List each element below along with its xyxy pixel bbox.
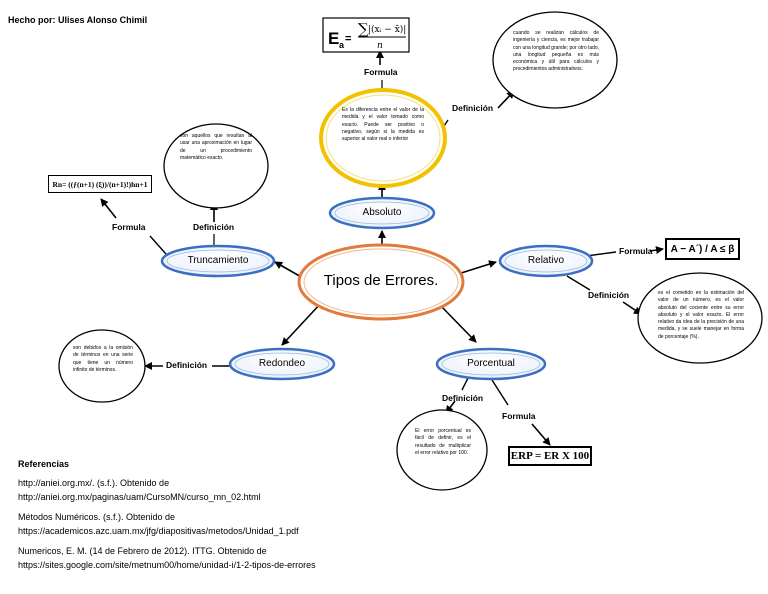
absoluto-side-definition: cuando se realizan cálculos de ingenierí… <box>513 30 599 73</box>
porcentual-definition-circle <box>396 409 488 491</box>
svg-text:a: a <box>339 40 345 50</box>
arrow-to-relativo <box>457 260 497 275</box>
relativo-oval <box>498 244 594 278</box>
redondeo-definition-label: Definición <box>166 360 208 370</box>
svg-text:|(xᵢ − x̄)|: |(xᵢ − x̄)| <box>368 24 406 35</box>
porcentual-formula: ERP = ER X 100 <box>508 446 592 466</box>
relativo-definition: es el cometido en la estimación del valo… <box>658 290 744 340</box>
relativo-definition-label: Definición <box>588 290 630 300</box>
svg-text:∑: ∑ <box>358 20 369 38</box>
reference-item: http://aniei.org.mx/. (s.f.). Obtenido d… <box>18 478 261 502</box>
porcentual-formula-label: Formula <box>502 411 536 421</box>
redondeo-oval <box>228 347 336 381</box>
relativo-definition-circle <box>637 272 763 364</box>
absoluto-label: Absoluto <box>362 207 402 218</box>
center-oval <box>297 243 465 321</box>
reference-item: Numericos, E. M. (14 de Febrero de 2012)… <box>18 546 316 570</box>
references-title: Referencias <box>18 459 70 469</box>
truncamiento-definition: son aquellos que resultan al usar una ap… <box>180 133 252 161</box>
arrow-to-truncamiento <box>274 261 304 279</box>
porcentual-definition: El error porcentual es fácil de definir,… <box>415 428 471 456</box>
porcentual-oval <box>435 347 547 381</box>
redondeo-label: Redondeo <box>258 358 306 369</box>
center-title: Tipos de Errores. <box>323 272 439 289</box>
arrow-to-porcentual <box>439 304 477 343</box>
redondeo-definition-circle <box>58 329 146 403</box>
truncamiento-label: Truncamiento <box>187 255 249 266</box>
truncamiento-definition-circle <box>163 123 269 209</box>
svg-text:=: = <box>345 33 351 45</box>
absoluto-side-circle <box>492 11 618 109</box>
truncamiento-formula: Rn= ((ƒ(n+1) (ξ))/(n+1)!)hn+1 <box>48 175 152 193</box>
absoluto-side-definition-label: Definición <box>452 103 494 113</box>
svg-text:n: n <box>377 41 383 51</box>
truncamiento-oval <box>160 244 276 278</box>
absoluto-oval <box>328 196 436 230</box>
porcentual-definition-label: Definición <box>442 393 484 403</box>
relativo-formula-label: Formula <box>619 246 653 256</box>
porcentual-label: Porcentual <box>467 358 515 369</box>
absoluto-definition: Es la diferencia entre el valor de la me… <box>342 107 424 143</box>
redondeo-definition: son debidos a la omisión de términos en … <box>73 345 133 373</box>
truncamiento-formula-label: Formula <box>112 222 146 232</box>
reference-item: Métodos Numéricos. (s.f.). Obtenido de h… <box>18 512 299 536</box>
arrow-to-redondeo <box>281 301 323 346</box>
absoluto-definition-circle <box>319 88 447 188</box>
author-credit: Hecho por: Ulises Alonso Chimil <box>8 15 148 25</box>
truncamiento-definition-label: Definición <box>193 222 235 232</box>
absoluto-formula-image: E a = ∑ |(xᵢ − x̄)| n <box>322 17 410 53</box>
absoluto-formula-label: Formula <box>364 67 398 77</box>
svg-text:E: E <box>328 29 339 48</box>
relativo-formula: A − A´) / A ≤ β <box>665 238 740 260</box>
relativo-label: Relativo <box>527 255 565 266</box>
